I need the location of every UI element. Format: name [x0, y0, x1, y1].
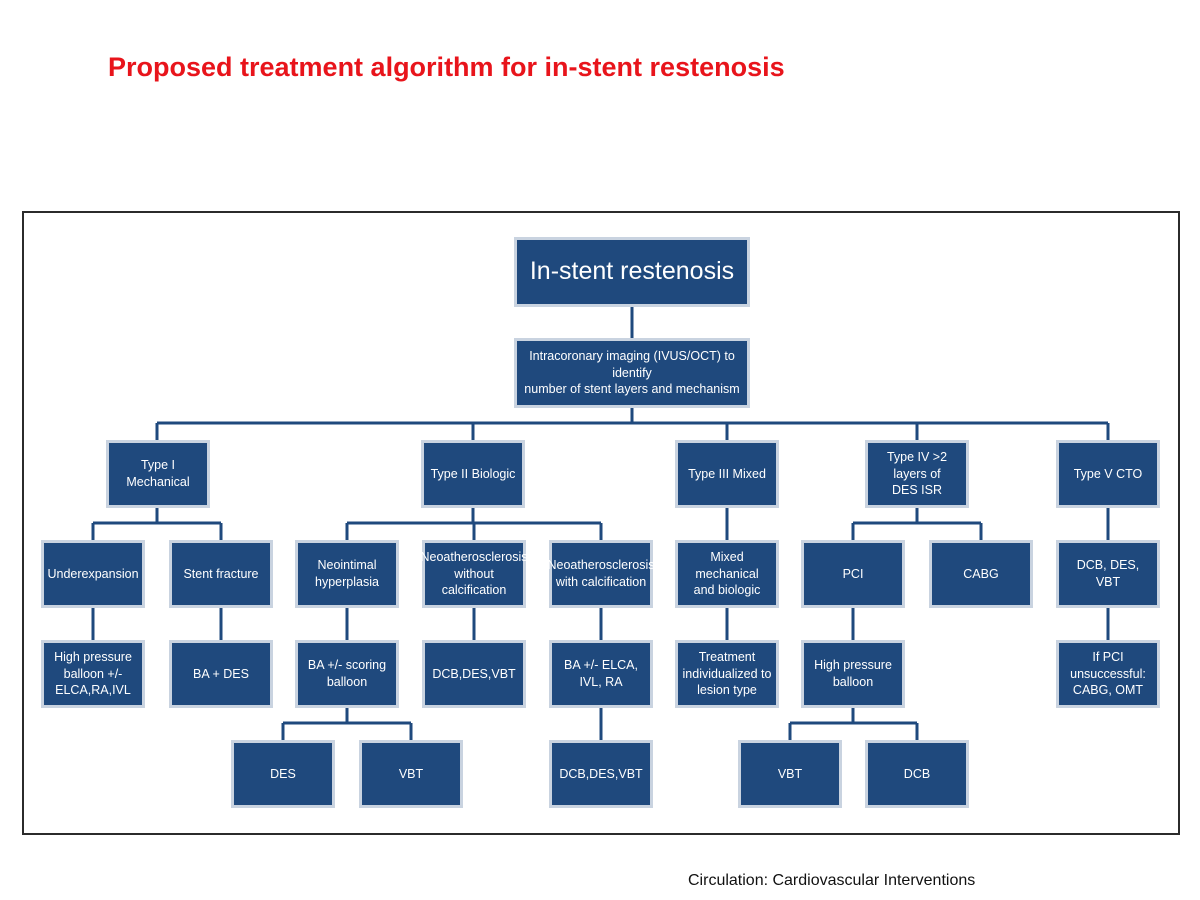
node-neoatherosclerosis-with-calcification: Neoatherosclerosis with calcification: [548, 540, 655, 608]
node-underexpansion: Underexpansion: [41, 540, 145, 608]
node-ba-elca-ivl-ra: BA +/- ELCA, IVL, RA: [549, 640, 653, 708]
node-high-pressure-balloon: High pressure balloon: [801, 640, 905, 708]
node-ba-scoring-balloon: BA +/- scoring balloon: [295, 640, 399, 708]
node-cabg: CABG: [929, 540, 1033, 608]
node-type-v-cto: Type V CTO: [1056, 440, 1160, 508]
citation: Circulation: Cardiovascular Intervention…: [688, 872, 976, 889]
node-pci: PCI: [801, 540, 905, 608]
node-high-pressure-balloon-elca: High pressure balloon +/- ELCA,RA,IVL: [41, 640, 145, 708]
node-mixed-mechanical-biologic: Mixed mechanical and biologic: [675, 540, 779, 608]
node-type-i-mechanical: Type I Mechanical: [106, 440, 210, 508]
node-des: DES: [231, 740, 335, 808]
node-treatment-individualized: Treatment individualized to lesion type: [675, 640, 779, 708]
node-type-iii-mixed: Type III Mixed: [675, 440, 779, 508]
node-ba-des: BA + DES: [169, 640, 273, 708]
node-type-iv-layers: Type IV >2 layers of DES ISR: [865, 440, 969, 508]
node-dcb-des-vbt-cto: DCB, DES, VBT: [1056, 540, 1160, 608]
node-dcb: DCB: [865, 740, 969, 808]
node-neoatherosclerosis-without-calcification: Neoatherosclerosis without calcification: [421, 540, 528, 608]
node-if-pci-unsuccessful: If PCI unsuccessful: CABG, OMT: [1056, 640, 1160, 708]
node-dcb-des-vbt-final: DCB,DES,VBT: [549, 740, 653, 808]
node-in-stent-restenosis: In-stent restenosis: [514, 237, 750, 307]
slide-title: Proposed treatment algorithm for in-sten…: [108, 52, 785, 82]
node-dcb-des-vbt: DCB,DES,VBT: [422, 640, 526, 708]
node-type-ii-biologic: Type II Biologic: [421, 440, 525, 508]
node-vbt-left: VBT: [359, 740, 463, 808]
node-vbt-right: VBT: [738, 740, 842, 808]
node-stent-fracture: Stent fracture: [169, 540, 273, 608]
node-intracoronary-imaging: Intracoronary imaging (IVUS/OCT) to iden…: [514, 338, 750, 408]
node-neointimal-hyperplasia: Neointimal hyperplasia: [295, 540, 399, 608]
